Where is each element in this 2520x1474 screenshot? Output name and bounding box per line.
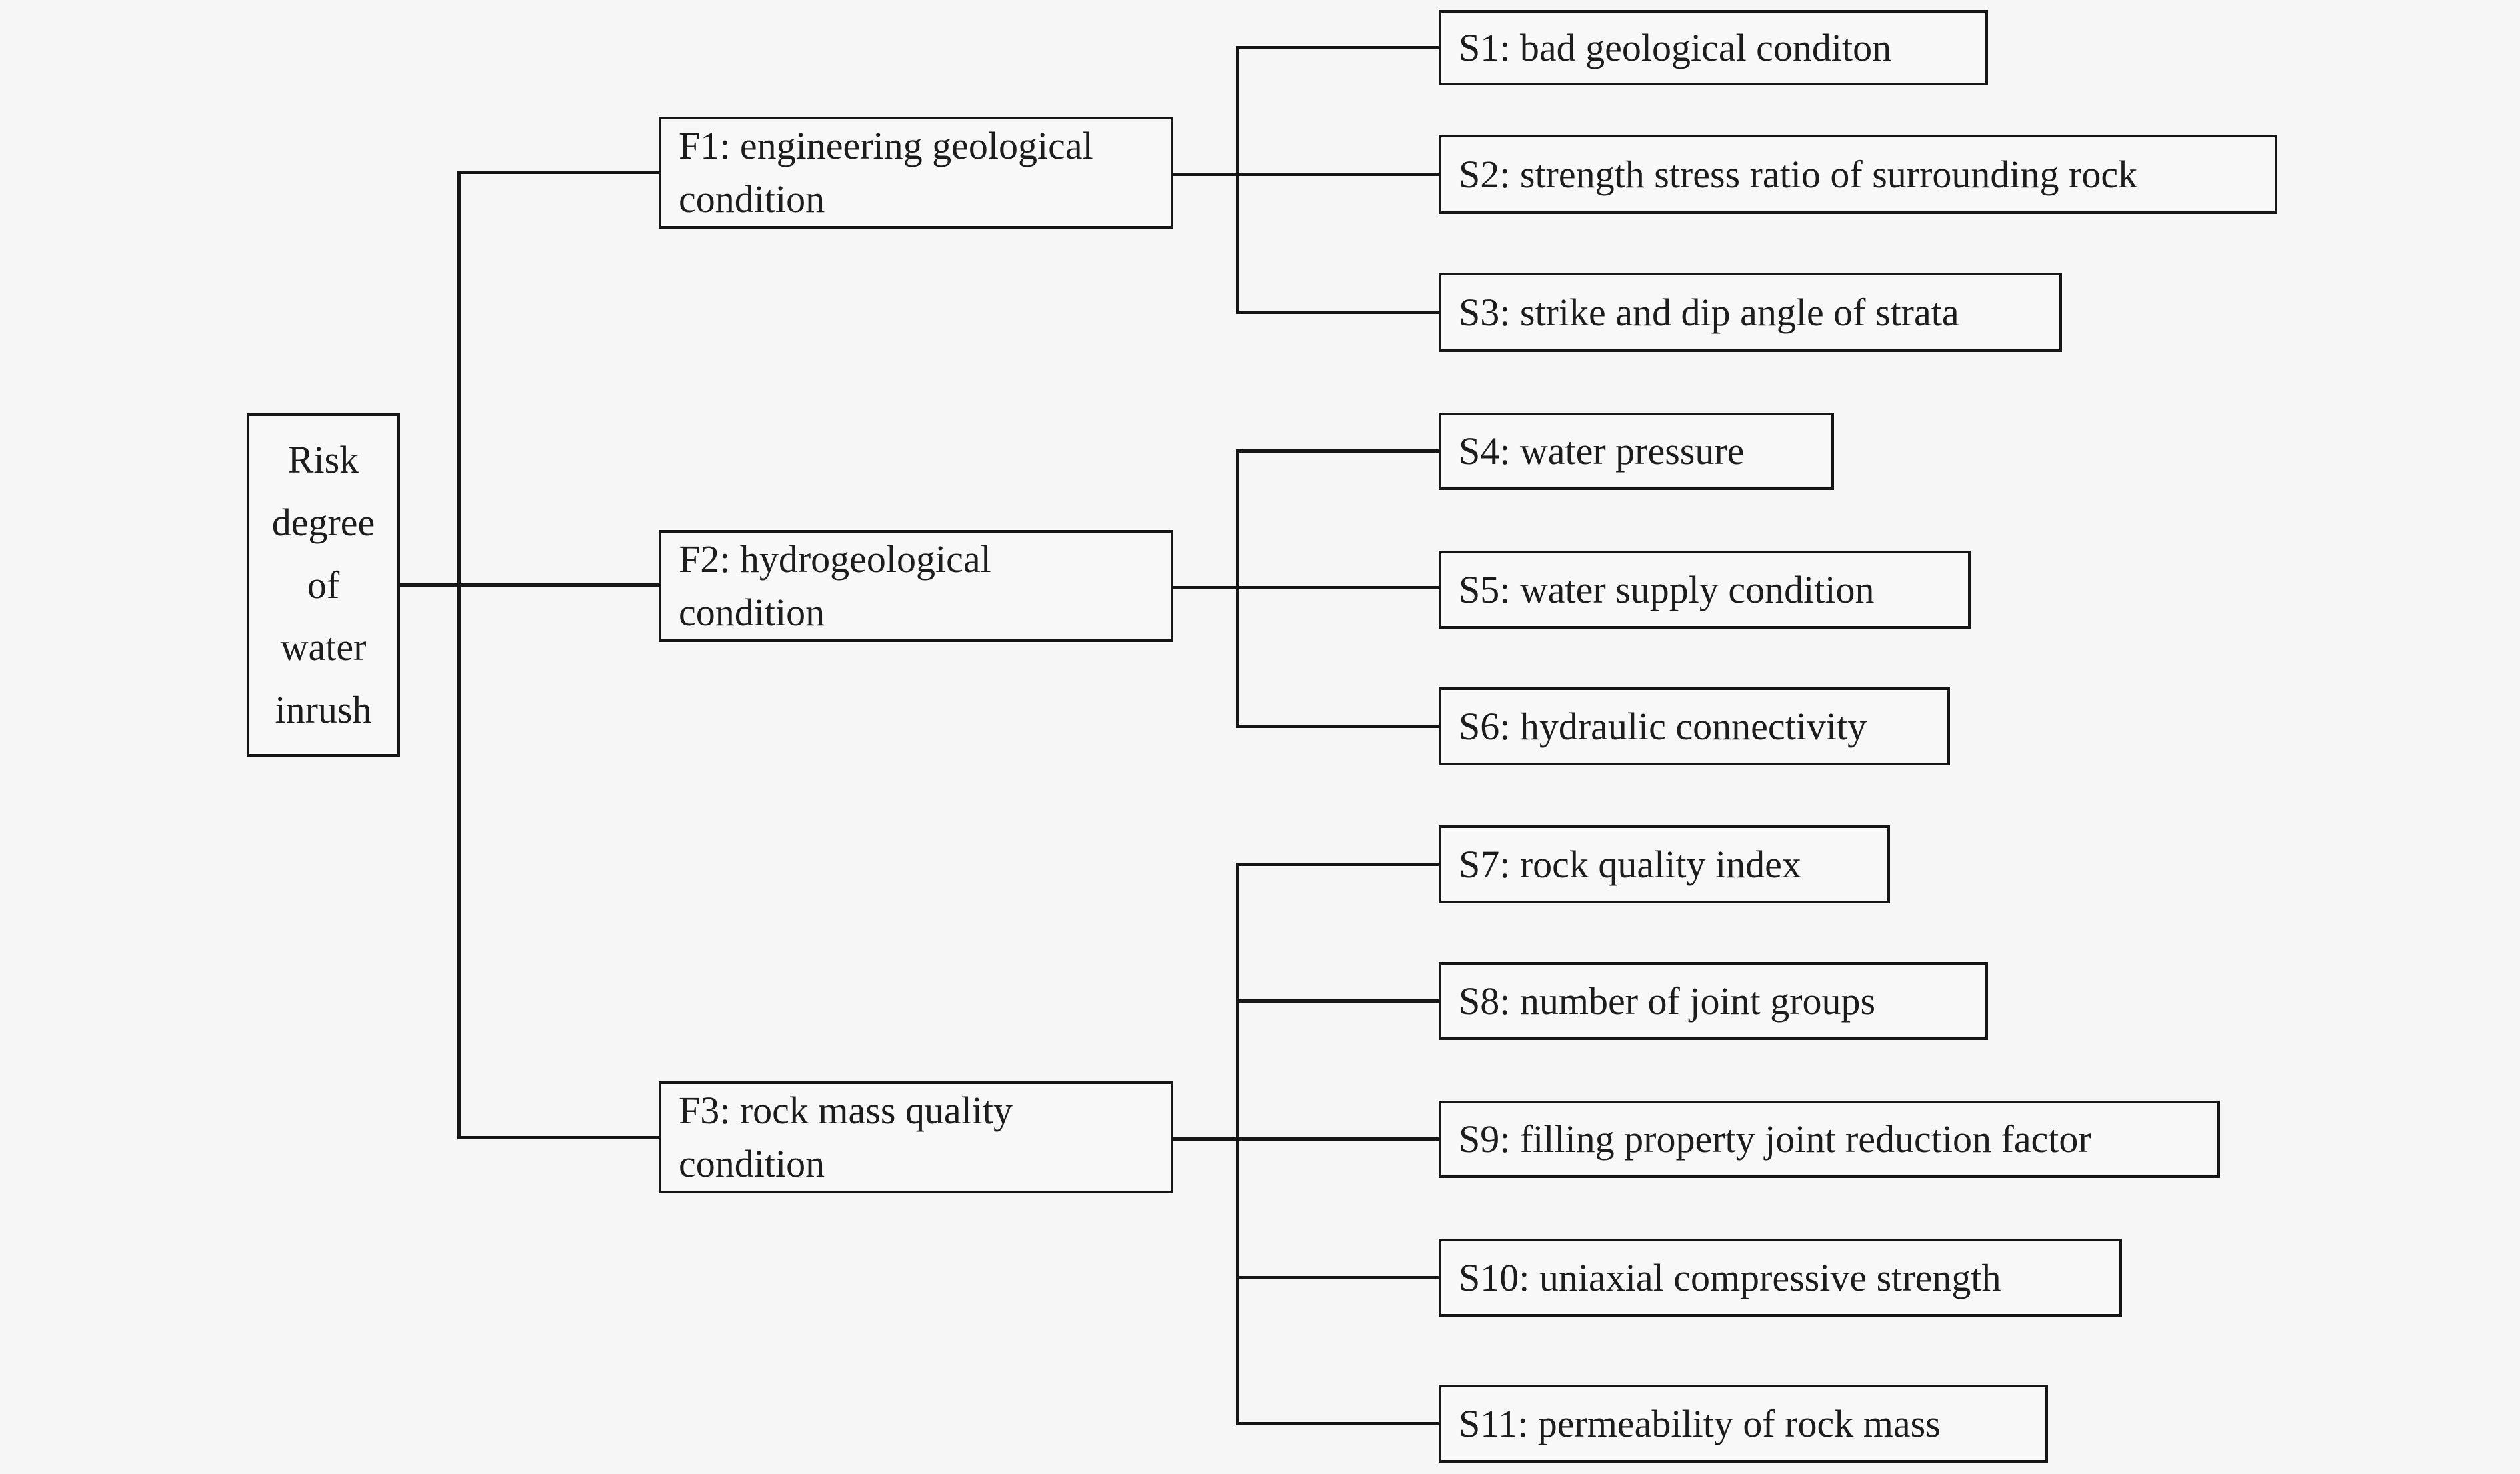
node-s10: S10: uniaxial compressive strength — [1439, 1239, 2122, 1317]
node-f3: F3: rock mass quality condition — [659, 1081, 1173, 1193]
node-s8: S8: number of joint groups — [1439, 962, 1988, 1040]
node-s5: S5: water supply condition — [1439, 551, 1971, 629]
connector-f1-trunk — [1236, 46, 1239, 314]
connector-f3-to-s8 — [1237, 999, 1439, 1003]
connector-f1-to-s3 — [1237, 311, 1439, 314]
node-s4: S4: water pressure — [1439, 413, 1834, 490]
node-s3: S3: strike and dip angle of strata — [1439, 273, 2062, 352]
node-s1: S1: bad geological conditon — [1439, 10, 1988, 85]
connector-root-to-trunk — [399, 583, 659, 587]
node-f2: F2: hydrogeological condition — [659, 530, 1173, 642]
connector-f3-to-s9 — [1172, 1137, 1439, 1141]
connector-f3-to-s7 — [1237, 863, 1439, 866]
connector-main-trunk — [457, 171, 461, 1139]
node-s9: S9: filling property joint reduction fac… — [1439, 1101, 2220, 1178]
connector-f2-to-s5 — [1172, 586, 1439, 589]
node-s11: S11: permeability of rock mass — [1439, 1385, 2048, 1463]
connector-f3-to-s10 — [1237, 1276, 1439, 1279]
connector-trunk-to-f1 — [457, 171, 659, 174]
connector-f2-to-s4 — [1237, 449, 1439, 453]
node-s2: S2: strength stress ratio of surrounding… — [1439, 135, 2277, 214]
connector-f2-to-s6 — [1237, 725, 1439, 728]
node-s6: S6: hydraulic connectivity — [1439, 687, 1950, 765]
node-root-risk-degree: Risk degree of water inrush — [247, 413, 400, 757]
node-f1: F1: engineering geological condition — [659, 117, 1173, 229]
connector-f2-trunk — [1236, 449, 1239, 728]
connector-f1-to-s1 — [1237, 46, 1439, 49]
connector-f3-to-s11 — [1237, 1422, 1439, 1425]
connector-trunk-to-f3 — [457, 1136, 659, 1139]
connector-f3-trunk — [1236, 863, 1239, 1425]
connector-f1-to-s2 — [1172, 173, 1439, 176]
node-s7: S7: rock quality index — [1439, 825, 1890, 903]
